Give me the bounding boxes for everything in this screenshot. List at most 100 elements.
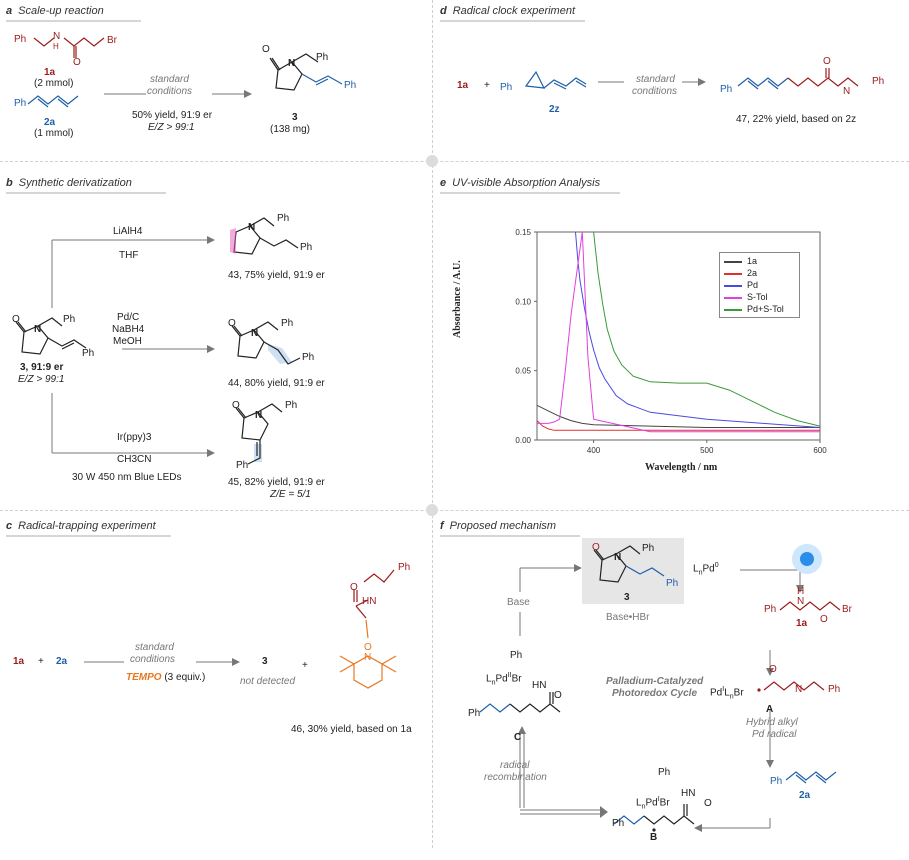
mech-p3-o: O [592,542,600,553]
panel-d-rule [440,20,585,22]
mech-A-ph: Ph [828,684,841,695]
x-tick-label: 600 [813,446,827,455]
reagent-lialh4: LiAlH4 [113,226,143,237]
mech-cycle-2: Photoredox Cycle [612,688,698,699]
amount-2a: (1 mmol) [34,128,74,139]
trap-tempo: TEMPO (3 equiv.) [126,672,206,683]
deriv-sm-label: 3, 91:9 er [20,362,64,373]
clock-cond-standard: standard [636,74,675,85]
prod43-ph-a: Ph [277,213,290,224]
y-tick-label: 0.00 [515,436,531,445]
amount-1a: (2 mmol) [34,78,74,89]
prod45-ph-a: Ph [285,400,298,411]
sm-1a-o: O [73,57,81,68]
reagent-nabh4: NaBH4 [112,324,145,335]
chart-ylabel: Absorbance / A.U. [452,260,463,338]
deriv-sm-o: O [12,314,20,325]
mech-base: Base [507,597,530,608]
mech-B-structure [613,804,695,832]
legend-label: 2a [747,268,758,278]
divider-node-1 [426,155,438,167]
legend-entry: Pd [724,280,758,290]
cond-conditions: conditions [147,86,193,97]
mech-p3-label: 3 [624,592,630,603]
mech-radical-1: radical [500,760,530,771]
mech-product-3-structure [593,545,665,583]
mech-B-pd: LnPdIBr [636,796,670,811]
mech-radical-2: recombination [484,772,547,783]
product-3-ph-a: Ph [316,52,329,63]
mech-B-ph2: Ph [612,818,625,829]
trap-p1-note: not detected [240,676,296,687]
product-3-label: 3 [292,112,298,123]
legend-entry: Pd+S-Tol [724,304,784,314]
mech-p3-ph-b: Ph [666,578,679,589]
mech-A-label: A [766,704,774,715]
legend-label: S-Tol [747,292,768,302]
mech-A-n: N [795,684,803,695]
chart-xlabel: Wavelength / nm [645,462,718,473]
mech-C-nh: HN [532,680,547,691]
sm-2a-structure [27,95,79,108]
series-line-pd [575,231,821,428]
panel-b-rule [6,192,166,194]
mech-lnpd0: LnPd0 [693,562,719,577]
prod44-o: O [228,318,236,329]
mech-hybrid-2: Pd radical [752,729,797,740]
clock-prod-o: O [823,56,831,67]
product-3-structure [269,53,343,91]
panel-a-arrow [104,90,252,98]
mech-2a-structure [785,771,837,784]
mech-C-o: O [554,690,562,701]
sm-1a-br: Br [107,35,117,46]
mech-1a-structure [779,601,841,611]
panel-c-arrow [84,658,240,666]
sm-1a-h: H [53,42,59,51]
panel-d-arrow [598,78,706,86]
mech-base-hbr: Base•HBr [606,612,650,623]
panel-f-rule [440,535,580,537]
radical-clock-2z-structure [524,70,587,90]
mech-C-label: C [514,732,522,743]
y-tick-label: 0.05 [515,367,531,376]
product-44-structure [231,321,301,365]
y-tick-label: 0.10 [515,297,531,306]
mech-C-pd: LnPdIIBr [486,672,522,687]
x-tick-label: 400 [587,446,601,455]
mech-C-ph: Ph [510,650,523,661]
trap-o1: O [350,582,358,593]
mech-1a-br: Br [842,604,852,615]
horizontal-divider-1 [0,161,909,163]
mech-2a-label: 2a [799,790,811,801]
mech-A-structure [757,681,825,692]
clock-prod-ph: Ph [720,84,733,95]
product-3-ph-b: Ph [344,80,357,91]
sm-2a-ph: Ph [14,98,27,109]
clock-ph: Ph [500,82,513,93]
mech-1a-label: 1a [796,618,808,629]
legend-swatch [724,272,742,275]
series-line-1a [536,404,820,428]
mech-1a-o: O [820,614,828,625]
product-43-label: 43, 75% yield, 91:9 er [228,270,325,281]
mech-A-o: O [769,664,777,675]
deriv-sm-ph-a: Ph [63,314,76,325]
panel-e-rule [440,192,620,194]
mech-B-nh: HN [681,788,696,799]
product-45-structure [235,403,283,465]
clock-product-label: 47, 22% yield, based on 2z [736,114,857,125]
prod45-ph-b: Ph [236,460,249,471]
prod45-n: N [255,410,263,421]
deriv-sm-n: N [34,324,42,335]
trap-plus2: + [302,660,308,671]
legend-swatch [724,308,742,311]
legend-swatch [724,284,742,287]
reagent-meoh: MeOH [113,336,142,347]
trap-p1: 3 [262,656,268,667]
plot-frame [536,231,821,441]
legend-swatch [724,260,742,263]
